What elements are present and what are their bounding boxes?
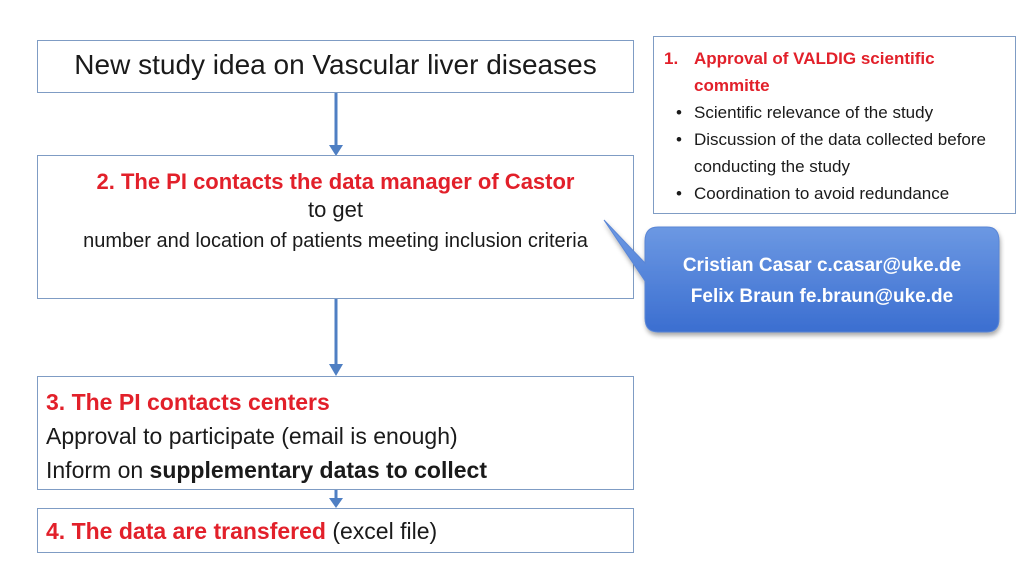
step1-box: New study idea on Vascular liver disease…: [37, 40, 634, 93]
approval-number: 1.: [664, 49, 679, 68]
approval-bullet: • Coordination to avoid redundance: [664, 180, 1009, 207]
bullet-icon: •: [676, 103, 682, 122]
approval-bullet-text: Discussion of the data collected before …: [694, 130, 987, 176]
contact-line-1: Cristian Casar c.casar@uke.de: [682, 255, 962, 276]
approval-bullet-text: Coordination to avoid redundance: [694, 184, 950, 203]
step4-text: 4. The data are transfered (excel file): [46, 518, 633, 545]
arrow-step1-to-step2: [329, 93, 343, 156]
bullet-icon: •: [676, 130, 682, 149]
step4-suffix: (excel file): [325, 518, 438, 544]
step4-title: 4. The data are transfered: [46, 518, 326, 544]
step2-description: number and location of patients meeting …: [83, 230, 588, 252]
arrow-step2-to-step3: [329, 299, 343, 376]
step4-box: 4. The data are transfered (excel file): [37, 508, 634, 553]
approval-title-line1: Approval of VALDIG scientific: [694, 49, 935, 68]
contact-callout-bubble: [603, 219, 1000, 333]
approval-bullet-text: Scientific relevance of the study: [694, 103, 934, 122]
arrow-step3-to-step4: [329, 490, 343, 508]
approval-title-line2: committe: [694, 76, 770, 95]
bullet-icon: •: [676, 184, 682, 203]
step2-title: 2. The PI contacts the data manager of C…: [96, 169, 575, 194]
approval-heading: 1. Approval of VALDIG scientific committ…: [664, 45, 1009, 99]
step2-subtitle: to get: [307, 197, 364, 222]
step3-inform-text: Inform on supplementary datas to collect: [46, 453, 633, 487]
approval-bullet: • Scientific relevance of the study: [664, 99, 1009, 126]
approval-title: Approval of VALDIG scientific committe: [694, 45, 935, 99]
approval-bullet-list: • Scientific relevance of the study • Disc…: [664, 99, 1009, 207]
step2-box: 2. The PI contacts the data manager of C…: [37, 155, 634, 299]
step3-box: 3. The PI contacts centers Approval to p…: [37, 376, 634, 490]
step3-inform-prefix: Inform on: [46, 457, 150, 483]
approval-bullet: • Discussion of the data collected before…: [664, 126, 1009, 180]
step3-title: 3. The PI contacts centers: [46, 389, 330, 415]
step1-title: New study idea on Vascular liver disease…: [74, 49, 597, 80]
step3-approval-text: Approval to participate (email is enough…: [46, 423, 458, 449]
contact-line-2: Felix Braun fe.braun@uke.de: [690, 286, 954, 307]
contact-callout-text: Cristian Casar c.casar@uke.de Felix Brau…: [645, 250, 999, 312]
step3-inform-bold: supplementary datas to collect: [149, 457, 487, 483]
approval-box: 1. Approval of VALDIG scientific committ…: [653, 36, 1016, 214]
